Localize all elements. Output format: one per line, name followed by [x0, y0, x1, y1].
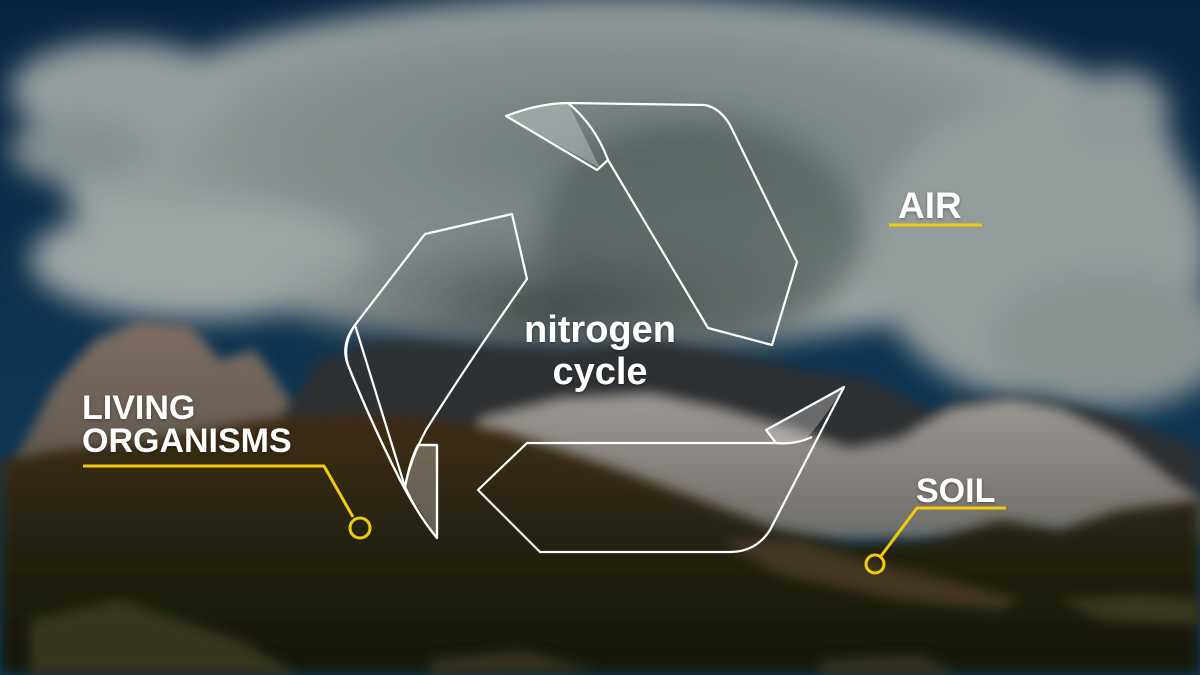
- center-title: nitrogen cycle: [500, 309, 700, 393]
- node-label-living-line2: ORGANISMS: [82, 422, 292, 460]
- node-label-living-line1: LIVING: [82, 389, 196, 427]
- node-label-air: AIR: [898, 185, 962, 226]
- living-organisms-pin-icon: [348, 516, 372, 540]
- node-label-living-organisms: LIVING ORGANISMS: [82, 389, 292, 460]
- center-title-line2: cycle: [552, 351, 648, 393]
- soil-pin-icon: [864, 553, 886, 575]
- living-organisms-leader-line: [83, 464, 355, 518]
- cycle-arrow-bottom: [476, 385, 846, 554]
- soil-leader-line: [879, 506, 1006, 557]
- cycle-arrow-top: [504, 101, 799, 347]
- node-label-soil: SOIL: [916, 472, 996, 510]
- cycle-arrow-left: [344, 212, 529, 540]
- center-title-line1: nitrogen: [524, 309, 676, 351]
